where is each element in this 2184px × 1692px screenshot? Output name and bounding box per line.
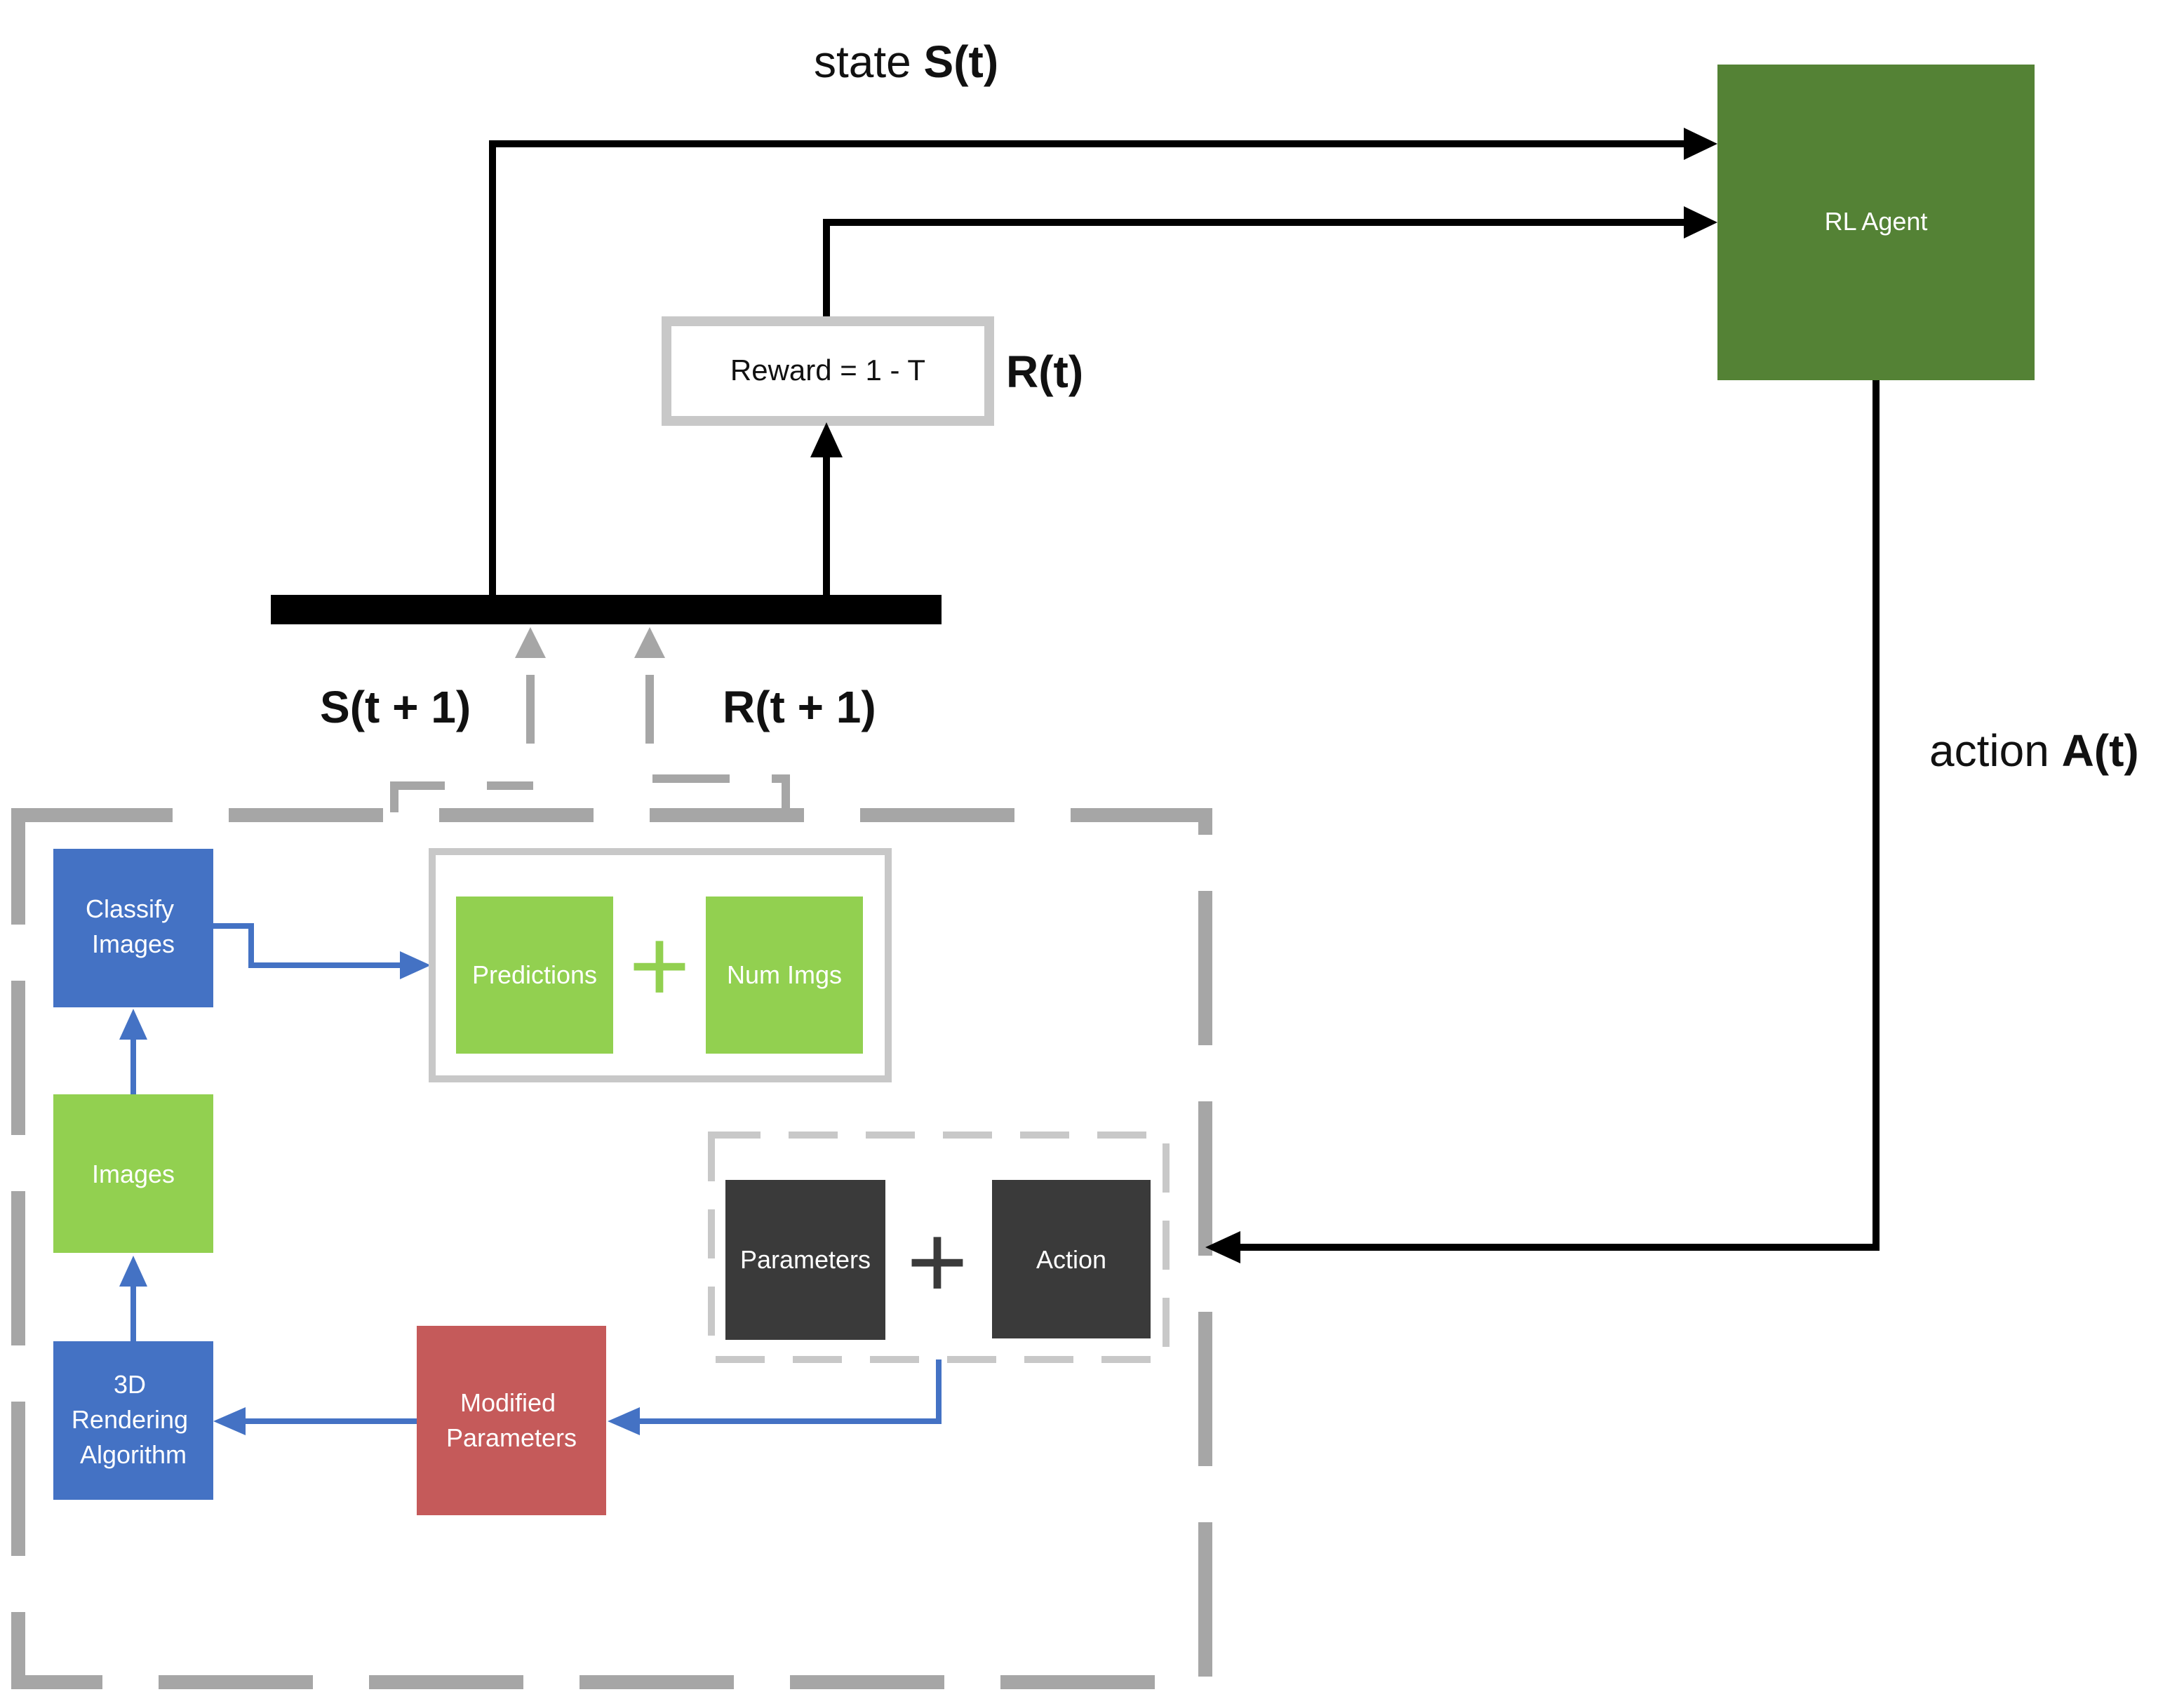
action-arrowhead	[1205, 1231, 1240, 1263]
modified-to-rendering-arrowhead	[213, 1407, 246, 1435]
reward-box	[662, 316, 994, 426]
action-box	[992, 1180, 1151, 1338]
state-label: state S(t)	[814, 36, 998, 87]
action-label: action A(t)	[1929, 725, 2139, 776]
next-state-label: S(t + 1)	[320, 682, 471, 732]
reward-arrowhead	[1684, 206, 1717, 239]
bar-to-reward-arrowhead	[810, 422, 843, 457]
images-to-classify-arrowhead	[119, 1009, 147, 1040]
classify-images-box	[53, 849, 213, 1007]
parameters-label: Parameters	[740, 1245, 871, 1274]
rl-agent-box	[1717, 65, 2035, 380]
environment-container	[11, 808, 1212, 1689]
num-imgs-label: Num Imgs	[727, 960, 842, 989]
reward-arrow	[823, 219, 1684, 323]
predictions-label: Predictions	[472, 960, 597, 989]
reward-box-label: Reward = 1 - T	[730, 354, 925, 387]
reward-symbol: R(t)	[1006, 347, 1083, 397]
action-box-label: Action	[1036, 1245, 1106, 1274]
inputs-plus: +	[906, 1202, 968, 1320]
state-arrow	[489, 140, 1684, 603]
env-connector-dash	[390, 774, 790, 812]
classify-to-predictions-arrowhead	[400, 951, 431, 979]
inputs-group	[708, 1132, 1170, 1363]
inputs-to-modified-arrowhead	[608, 1407, 640, 1435]
modified-parameters-box	[417, 1326, 606, 1515]
images-box	[53, 1094, 213, 1253]
rendering-to-images-arrowhead	[119, 1256, 147, 1287]
next-state-arrowhead	[515, 627, 546, 658]
next-reward-label: R(t + 1)	[723, 682, 876, 732]
outputs-plus: +	[629, 906, 690, 1024]
classify-images-label: Classify Images	[86, 894, 181, 958]
predictions-box	[456, 897, 613, 1054]
rendering-box	[53, 1341, 213, 1500]
classify-to-predictions-arrow	[213, 923, 400, 968]
inputs-to-modified-arrow	[638, 1359, 942, 1424]
num-imgs-box	[706, 897, 863, 1054]
next-reward-arrowhead	[634, 627, 665, 658]
state-arrowhead	[1684, 128, 1717, 160]
merge-bar	[271, 595, 942, 624]
images-label: Images	[92, 1160, 175, 1188]
action-arrow	[1240, 380, 1880, 1251]
modified-parameters-label: Modified Parameters	[446, 1388, 577, 1452]
rendering-label: 3D Rendering Algorithm	[72, 1370, 195, 1469]
rl-agent-label: RL Agent	[1825, 207, 1928, 236]
parameters-box	[725, 1180, 885, 1340]
